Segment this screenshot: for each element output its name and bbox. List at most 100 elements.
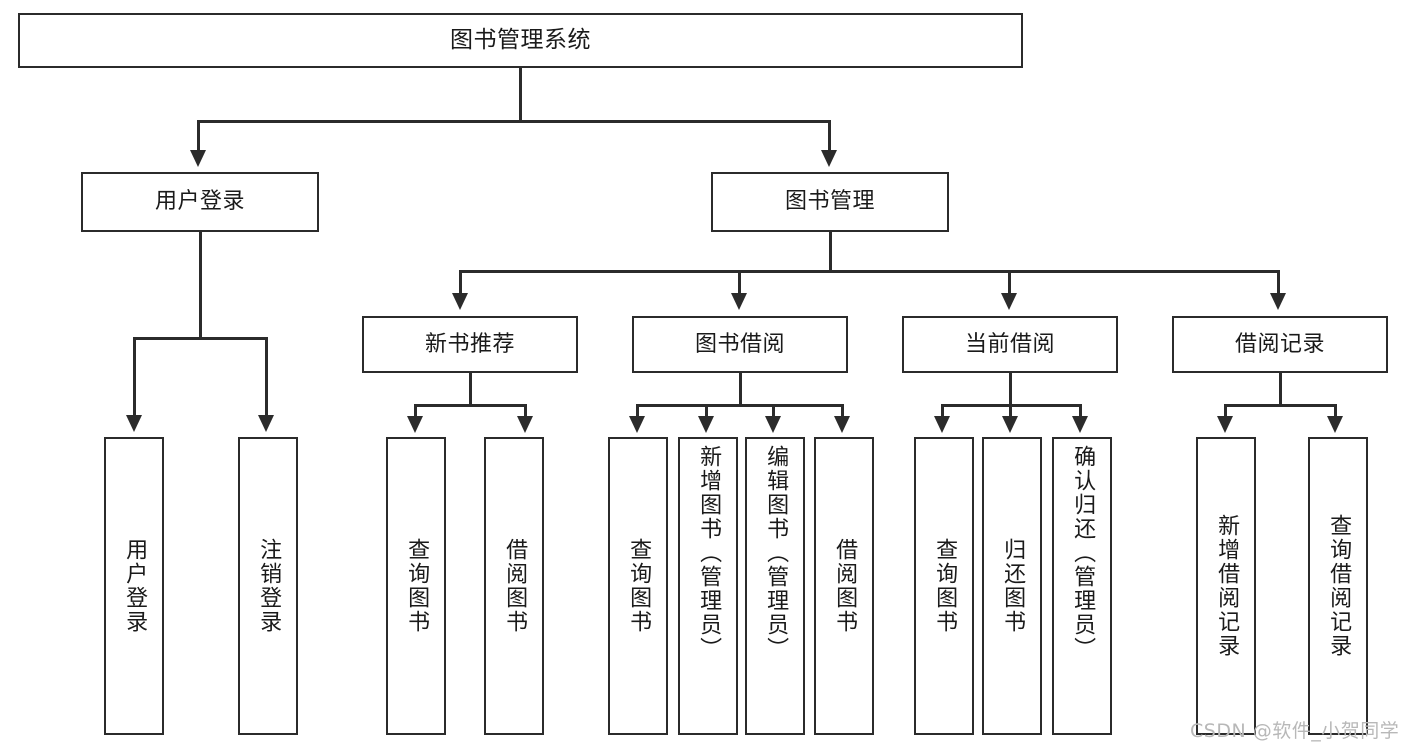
leaf-content: 新增图书（管理员） <box>680 439 736 733</box>
connector-user-login-drop-2 <box>265 337 268 417</box>
leaf-content: 查询借阅记录 <box>1310 439 1366 733</box>
arrow-current-borrow-child-2 <box>1002 416 1018 433</box>
leaf-content: 归还图书 <box>984 439 1040 733</box>
connector-current-borrow-drop-1 <box>941 404 944 418</box>
connector-new-book-stem <box>469 373 472 406</box>
connector-book-borrow-drop-4 <box>841 404 844 418</box>
connector-root-stem <box>519 68 522 120</box>
leaf-current-borrow-confirm-return[interactable]: 确认归还（管理员） <box>1052 437 1112 735</box>
connector-root-to-user-login <box>197 120 200 152</box>
leaf-current-borrow-query-book[interactable]: 查询图书 <box>914 437 974 735</box>
leaf-new-book-borrow-book[interactable]: 借阅图书 <box>484 437 544 735</box>
node-label: 借阅图书 <box>502 538 528 634</box>
node-label: 图书管理系统 <box>450 27 591 54</box>
connector-user-login-drop-1 <box>133 337 136 417</box>
leaf-book-borrow-edit-book[interactable]: 编辑图书（管理员） <box>745 437 805 735</box>
connector-book-borrow-bar <box>636 404 844 407</box>
leaf-borrow-record-add-record[interactable]: 新增借阅记录 <box>1196 437 1256 735</box>
connector-book-borrow-drop-2 <box>705 404 708 418</box>
arrow-new-book-child-1 <box>407 416 423 433</box>
node-label: 借阅记录 <box>1234 331 1325 357</box>
leaf-content: 查询图书 <box>388 439 444 733</box>
connector-current-borrow-stem <box>1009 373 1012 406</box>
connector-new-book-drop-2 <box>524 404 527 418</box>
leaf-content: 编辑图书（管理员） <box>747 439 803 733</box>
connector-book-borrow-stem <box>739 373 742 406</box>
leaf-content: 新增借阅记录 <box>1198 439 1254 733</box>
connector-book-manage-bar <box>459 270 1279 273</box>
connector-book-manage-drop-2 <box>738 270 741 295</box>
node-label: 用户登录 <box>154 189 245 215</box>
node-label: 编辑图书（管理员） <box>763 445 789 661</box>
connector-borrow-record-drop-1 <box>1224 404 1227 418</box>
arrow-current-borrow-child-3 <box>1072 416 1088 433</box>
node-label: 查询图书 <box>626 538 652 634</box>
arrow-book-borrow-child-1 <box>629 416 645 433</box>
arrow-borrow-record-child-2 <box>1327 416 1343 433</box>
arrow-book-manage-child-1 <box>452 293 468 310</box>
node-label: 归还图书 <box>1000 538 1026 634</box>
node-label: 新书推荐 <box>424 331 515 357</box>
leaf-content: 注销登录 <box>240 439 296 733</box>
node-label: 注销登录 <box>256 538 282 634</box>
connector-new-book-bar <box>414 404 527 407</box>
leaf-book-borrow-add-book[interactable]: 新增图书（管理员） <box>678 437 738 735</box>
node-label: 借阅图书 <box>832 538 858 634</box>
arrow-book-borrow-child-2 <box>698 416 714 433</box>
connector-root-bar <box>197 120 831 123</box>
connector-borrow-record-drop-2 <box>1334 404 1337 418</box>
leaf-book-borrow-borrow-book[interactable]: 借阅图书 <box>814 437 874 735</box>
connector-book-manage-drop-4 <box>1277 270 1280 295</box>
leaf-borrow-record-query-record[interactable]: 查询借阅记录 <box>1308 437 1368 735</box>
leaf-content: 确认归还（管理员） <box>1054 439 1110 733</box>
leaf-user-login-login[interactable]: 用户登录 <box>104 437 164 735</box>
arrow-book-manage-child-4 <box>1270 293 1286 310</box>
node-label: 查询借阅记录 <box>1326 514 1352 658</box>
leaf-book-borrow-query-book[interactable]: 查询图书 <box>608 437 668 735</box>
leaf-content: 用户登录 <box>106 439 162 733</box>
node-borrow-record[interactable]: 借阅记录 <box>1172 316 1388 373</box>
connector-root-to-book-manage <box>828 120 831 152</box>
node-label: 图书管理 <box>784 189 875 215</box>
leaf-new-book-query-book[interactable]: 查询图书 <box>386 437 446 735</box>
connector-book-borrow-drop-3 <box>772 404 775 418</box>
arrow-root-to-user-login <box>190 150 206 167</box>
connector-book-borrow-drop-1 <box>636 404 639 418</box>
node-label: 当前借阅 <box>964 331 1055 357</box>
connector-book-manage-drop-1 <box>459 270 462 295</box>
arrow-new-book-child-2 <box>517 416 533 433</box>
connector-borrow-record-bar <box>1224 404 1337 407</box>
arrow-user-login-child-2 <box>258 415 274 432</box>
arrow-book-borrow-child-3 <box>765 416 781 433</box>
node-root-system[interactable]: 图书管理系统 <box>18 13 1023 68</box>
arrow-borrow-record-child-1 <box>1217 416 1233 433</box>
leaf-content: 借阅图书 <box>486 439 542 733</box>
arrow-root-to-book-manage <box>821 150 837 167</box>
connector-user-login-stem <box>199 232 202 337</box>
leaf-user-login-logout[interactable]: 注销登录 <box>238 437 298 735</box>
leaf-content: 查询图书 <box>610 439 666 733</box>
arrow-book-manage-child-3 <box>1001 293 1017 310</box>
arrow-user-login-child-1 <box>126 415 142 432</box>
connector-current-borrow-drop-3 <box>1079 404 1082 418</box>
node-label: 查询图书 <box>404 538 430 634</box>
leaf-current-borrow-return-book[interactable]: 归还图书 <box>982 437 1042 735</box>
connector-current-borrow-drop-2 <box>1009 404 1012 418</box>
connector-user-login-bar <box>133 337 268 340</box>
node-book-borrow[interactable]: 图书借阅 <box>632 316 848 373</box>
node-label: 新增图书（管理员） <box>696 445 722 661</box>
node-current-borrow[interactable]: 当前借阅 <box>902 316 1118 373</box>
arrow-current-borrow-child-1 <box>934 416 950 433</box>
leaf-content: 借阅图书 <box>816 439 872 733</box>
leaf-content: 查询图书 <box>916 439 972 733</box>
node-user-login[interactable]: 用户登录 <box>81 172 319 232</box>
connector-borrow-record-stem <box>1279 373 1282 406</box>
node-label: 确认归还（管理员） <box>1070 445 1096 661</box>
connector-book-manage-drop-3 <box>1008 270 1011 295</box>
node-label: 新增借阅记录 <box>1214 514 1240 658</box>
node-new-book-recommend[interactable]: 新书推荐 <box>362 316 578 373</box>
arrow-book-manage-child-2 <box>731 293 747 310</box>
node-label: 用户登录 <box>122 538 148 634</box>
node-book-manage[interactable]: 图书管理 <box>711 172 949 232</box>
